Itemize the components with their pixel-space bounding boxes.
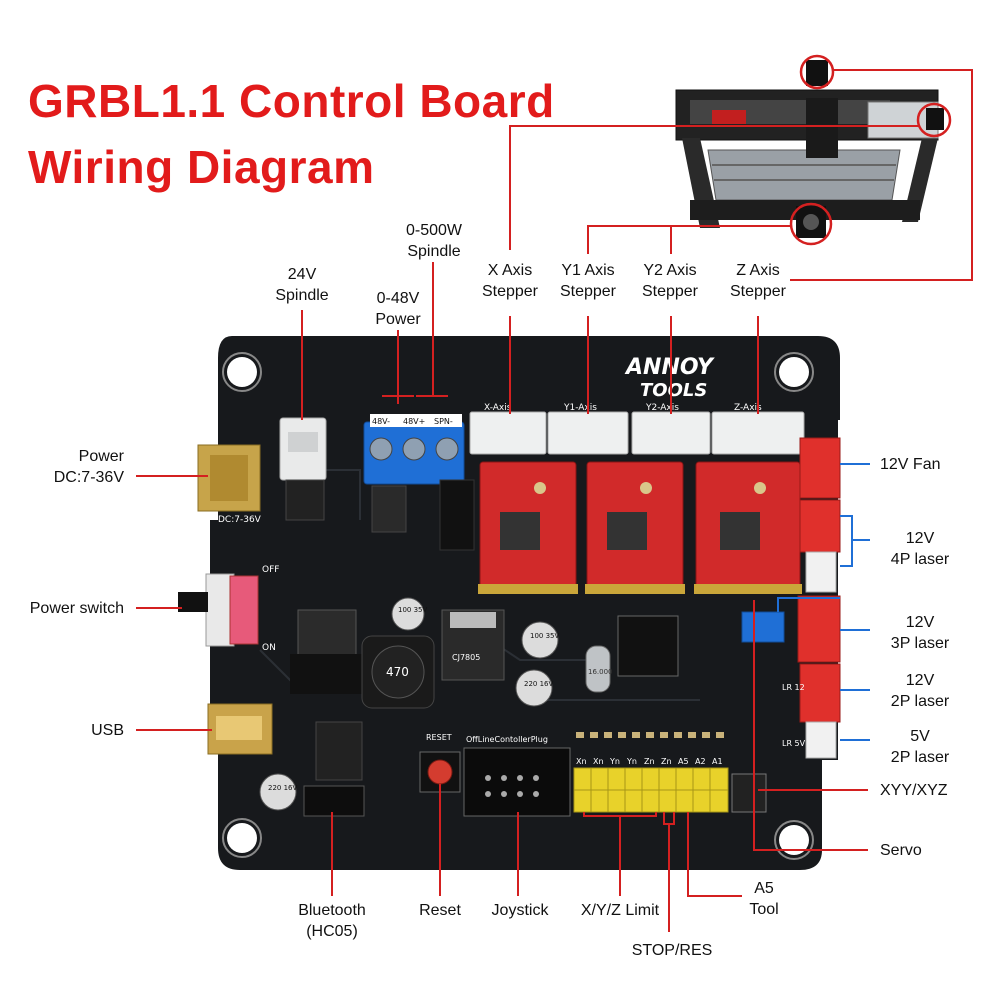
label-y1-axis-stepper: Y1 Axis Stepper <box>559 262 617 300</box>
silk-dc-label: DC:7-36V <box>218 515 262 525</box>
label-spindle-500w: 0-500W Spindle <box>405 222 463 260</box>
cnc-machine-image <box>675 60 944 238</box>
label-power-switch: Power switch <box>29 600 124 617</box>
a5-tool-leader <box>687 812 742 897</box>
y-motor-highlight <box>789 202 833 246</box>
label-usb: USB <box>91 722 124 739</box>
label-x-axis-stepper: X Axis Stepper <box>481 262 539 300</box>
diagram-title-line1: GRBL1.1 Control Board <box>28 75 555 127</box>
limit-pin-label: Yn <box>609 757 620 766</box>
silk-inductor: 470 <box>386 665 409 679</box>
label-fan-12v: 12V Fan <box>880 456 941 473</box>
silk-y2-axis: Y2-Axis <box>645 403 679 413</box>
silk-reset: RESET <box>426 733 452 742</box>
label-xyz-limit: X/Y/Z Limit <box>580 902 660 919</box>
label-laser-2p-12v: 12V 2P laser <box>890 672 950 710</box>
silk-cap3: 220 16V <box>524 680 553 688</box>
silk-cap2: 100 35V <box>530 632 559 640</box>
silk-off: OFF <box>262 565 279 575</box>
limit-pin-label: A1 <box>712 757 723 766</box>
power-48v-leader <box>382 330 414 404</box>
silk-brand-top: ANNOY <box>624 355 715 380</box>
label-laser-3p: 12V 3P laser <box>890 614 950 652</box>
limit-pin-label: A5 <box>678 757 689 766</box>
silk-regulator: CJ7805 <box>452 653 480 662</box>
silk-spn: SPN- <box>434 417 453 426</box>
label-laser-2p-5v: 5V 2P laser <box>890 728 950 766</box>
label-xyy-xyz: XYY/XYZ <box>880 782 948 799</box>
label-servo: Servo <box>880 842 922 859</box>
label-spindle-24v: 24V Spindle <box>275 266 329 304</box>
label-power-48v: 0-48V Power <box>375 290 421 328</box>
servo-leader <box>753 600 868 851</box>
silk-48v-minus: 48V- <box>372 417 390 426</box>
label-y2-axis-stepper: Y2 Axis Stepper <box>641 262 699 300</box>
silk-lr12: LR 12 <box>782 683 805 692</box>
silk-cap1: 100 35V <box>398 606 427 614</box>
spindle-500w-leader <box>416 262 448 397</box>
limit-pin-label: Zn <box>661 757 672 766</box>
label-laser-4p: 12V 4P laser <box>890 530 950 568</box>
x-axis-leader <box>509 125 920 250</box>
silk-z-axis: Z-Axis <box>734 403 762 413</box>
x-motor-highlight <box>916 102 952 138</box>
label-joystick: Joystick <box>491 902 549 919</box>
silk-lr5: LR 5V <box>782 739 806 748</box>
silk-crystal: 16.000 <box>588 668 613 676</box>
control-board <box>178 336 841 870</box>
limit-pin-label: Xn <box>576 757 587 766</box>
limit-pin-label: Xn <box>593 757 604 766</box>
z-axis-leader <box>790 69 973 281</box>
silk-x-axis: X-Axis <box>484 403 512 413</box>
label-power-dc: Power DC:7-36V <box>53 448 124 486</box>
y-axis-leader <box>587 225 791 254</box>
silk-cap4: 220 16V <box>268 784 297 792</box>
label-a5-tool: A5 Tool <box>749 880 779 918</box>
laser-3p-leader <box>777 597 840 612</box>
silk-y1-axis: Y1-Axis <box>563 403 597 413</box>
label-z-axis-stepper: Z Axis Stepper <box>729 262 787 300</box>
silk-on: ON <box>262 643 276 653</box>
limit-pin-labels: Xn Xn Yn Yn Zn Zn A5 A2 A1 <box>576 757 723 766</box>
label-reset: Reset <box>419 902 461 919</box>
silk-48v-plus: 48V+ <box>403 417 425 426</box>
z-motor-highlight <box>799 54 835 90</box>
label-stop-res: STOP/RES <box>631 942 713 959</box>
silk-brand-bottom: TOOLS <box>640 380 707 401</box>
limit-pin-label: Zn <box>644 757 655 766</box>
label-bluetooth: Bluetooth (HC05) <box>298 902 366 940</box>
limit-pin-label: A2 <box>695 757 706 766</box>
limit-pin-label: Yn <box>626 757 637 766</box>
diagram-title-line2: Wiring Diagram <box>28 141 375 193</box>
laser-4p-leader <box>840 515 853 567</box>
silk-offline: OffLineContollerPlug <box>466 735 548 744</box>
